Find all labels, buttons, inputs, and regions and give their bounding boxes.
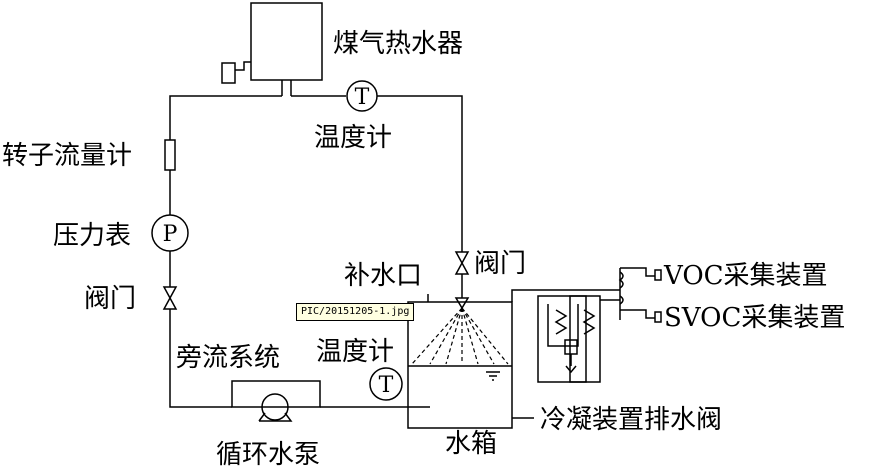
thermometer-tank-circle [369, 367, 403, 401]
pressure-gauge-circle [151, 214, 189, 252]
condenser-drain-label: 冷凝装置排水阀 [540, 405, 722, 435]
thermometer-top-letter: T [355, 85, 370, 110]
pump-body [258, 412, 293, 422]
thermometer-top-label: 温度计 [314, 123, 392, 153]
bypass-label: 旁流系统 [176, 343, 280, 373]
pipe-left-3 [169, 309, 232, 408]
condenser-inner-1 [547, 304, 579, 347]
makeup-port-label: 补水口 [344, 261, 422, 291]
pump-circle [261, 393, 289, 421]
filename-tooltip: PIC/20151205-1.jpg [296, 303, 415, 321]
rotameter-label: 转子流量计 [2, 141, 132, 171]
heater-outlets [281, 80, 292, 96]
gas-heater-valve [221, 62, 236, 84]
condenser-small-box [564, 339, 578, 355]
pump-label: 循环水泵 [216, 440, 320, 468]
tank-box [407, 301, 513, 429]
tank-label: 水箱 [445, 429, 497, 459]
bypass-loop [231, 380, 321, 408]
condenser-right [569, 295, 601, 383]
gas-heater-label: 煤气热水器 [333, 29, 463, 59]
collector-coil-1 [618, 271, 624, 289]
thermometer-top-circle [346, 80, 378, 112]
valve-right-label: 阀门 [474, 249, 526, 279]
condenser-left [537, 295, 587, 383]
svoc-label: SVOC采集装置 [664, 303, 845, 333]
voc-line [620, 267, 655, 277]
rotameter-symbol [164, 139, 176, 171]
svoc-line [620, 309, 655, 319]
valve-right-symbol [454, 251, 470, 275]
tank-to-condenser-pipe [511, 289, 620, 302]
thermometer-tank-letter: T [379, 373, 394, 398]
condenser-drain-stem [565, 354, 577, 374]
svoc-port [654, 311, 662, 323]
valve-left-label: 阀门 [84, 284, 136, 314]
pipe-top-right-2 [377, 95, 463, 252]
gas-heater-box [250, 2, 323, 81]
condenser-coil [554, 309, 596, 335]
level-mark [486, 371, 500, 381]
voc-port [654, 269, 662, 281]
valve-left-symbol [162, 286, 178, 310]
thermometer-tank-label: 温度计 [316, 337, 394, 367]
pipe-top-left [169, 95, 282, 140]
pressure-gauge-letter: P [163, 222, 178, 247]
collector-coil-2 [619, 295, 624, 305]
gas-heater-connector [235, 61, 251, 71]
spray-lines [411, 307, 509, 365]
spray-nozzle [454, 297, 470, 310]
pressure-gauge-label: 压力表 [53, 221, 131, 251]
voc-label: VOC采集装置 [663, 261, 828, 291]
